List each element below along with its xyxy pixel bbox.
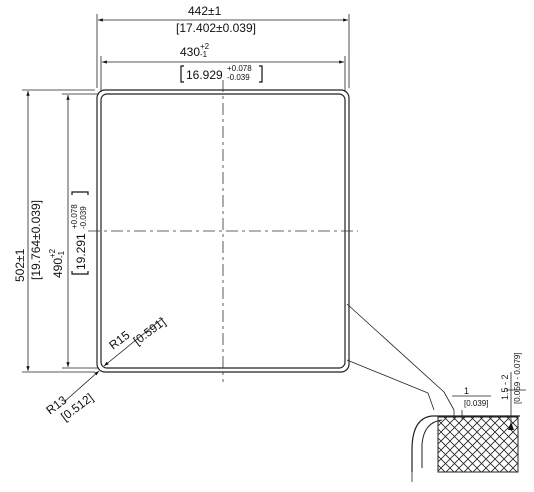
dim-width-inner: 430 +2 -1 16.929 +0.078 -0.039 (100, 42, 346, 92)
gap-inch: [0.039] (464, 399, 488, 408)
height-inner-inch-value: 19.291 (74, 233, 88, 270)
dim-height-inner: 490 +2 -1 19.291 +0.078 -0.039 (48, 93, 99, 369)
gap-value: 1 (464, 386, 469, 396)
width-inner-value: 430 (180, 45, 200, 59)
radius-inner-value: R15 (106, 328, 132, 353)
dim-gap: 1 [0.039] (452, 386, 491, 408)
height-inner-inch-tol-minus: -0.039 (79, 206, 88, 229)
width-outer-inch: [17.402±0.039] (176, 21, 256, 35)
radius-inner-inch: [0.591] (131, 315, 169, 348)
width-inner-inch-tol-minus: -0.039 (227, 73, 250, 82)
detail-leader (346, 303, 455, 411)
dim-width-outer: 442±1 [17.402±0.039] (96, 4, 350, 88)
depth-value: 1.5 - 2 (500, 374, 510, 400)
hatched-section (437, 416, 519, 473)
width-inner-tol-minus: -1 (200, 50, 208, 59)
height-inner-tol-plus: +2 (48, 248, 57, 258)
width-inner-inch-value: 16.929 (186, 68, 223, 82)
height-inner-tol-minus: -1 (57, 250, 66, 258)
height-inner-value: 490 (51, 258, 65, 278)
depth-inch: [0.059 - 0.079] (513, 352, 522, 404)
dim-height-outer: 502±1 [19.764±0.039] (13, 89, 95, 373)
dim-depth: 1.5 - 2 [0.059 - 0.079] (500, 352, 526, 430)
height-outer-value: 502±1 (13, 248, 27, 282)
radius-outer-inch: [0.512] (58, 390, 96, 423)
width-inner-tol-plus: +2 (200, 42, 210, 51)
section-detail (411, 410, 520, 482)
height-inner-inch-tol-plus: +0.078 (70, 204, 79, 229)
width-inner-inch-tol-plus: +0.078 (227, 64, 252, 73)
radius-r13-callout: R13 [0.512] (43, 370, 100, 424)
svg-text:430: 430 (180, 45, 200, 59)
height-outer-inch: [19.764±0.039] (29, 200, 43, 280)
radius-r15-callout: R15 [0.591] (103, 315, 169, 367)
width-outer-value: 442±1 (188, 4, 222, 18)
